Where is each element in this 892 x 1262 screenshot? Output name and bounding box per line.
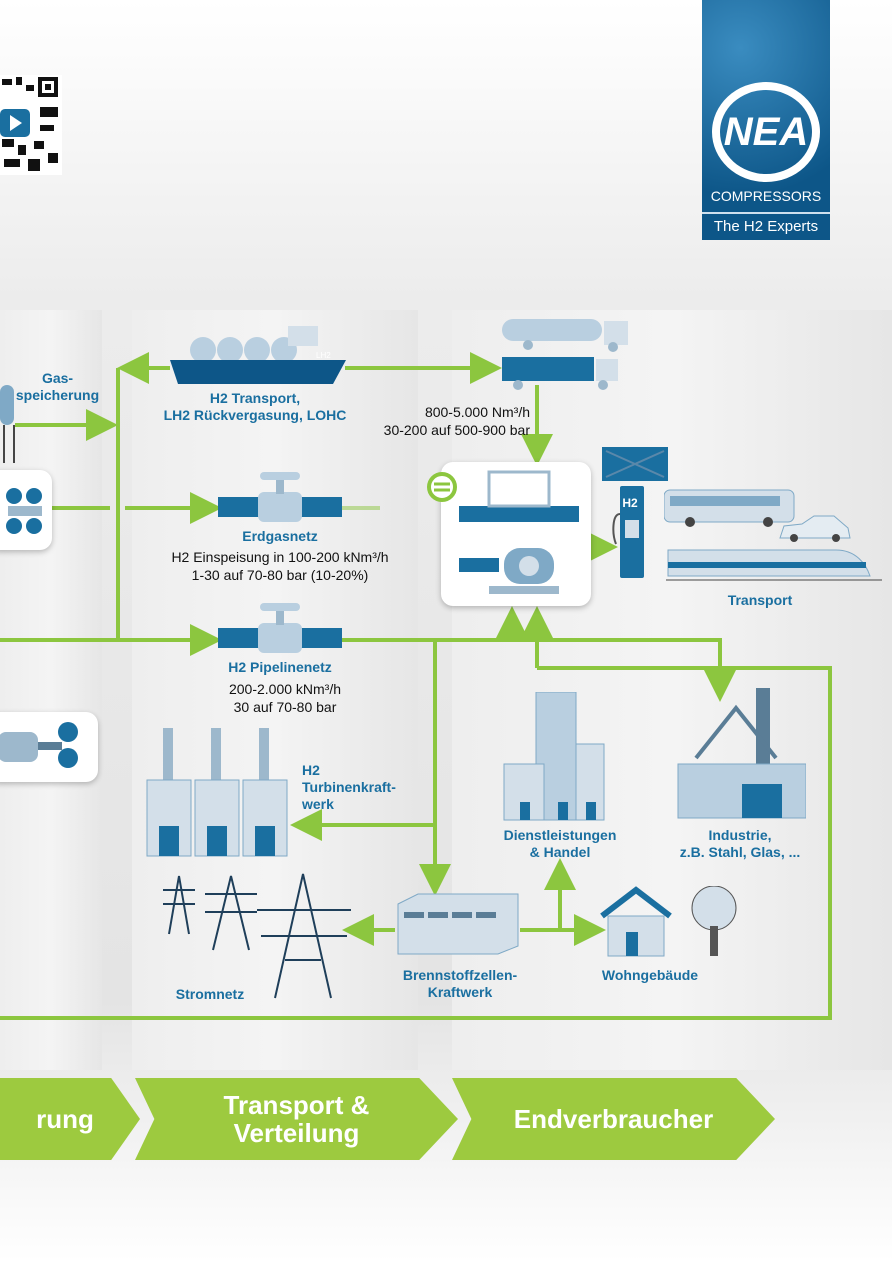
label-stromnetz: Stromnetz bbox=[175, 986, 245, 1002]
logo-tagline: The H2 Experts bbox=[702, 212, 830, 240]
fuel-cell-plant-icon bbox=[397, 893, 519, 955]
erdgas-valve-icon bbox=[218, 472, 342, 522]
gas-storage-icon bbox=[0, 385, 15, 463]
hydrogen-tanks-icon bbox=[602, 447, 668, 481]
stage-transport-verteilung: Transport & Verteilung bbox=[135, 1078, 458, 1160]
compressor-card-left-1 bbox=[0, 470, 52, 550]
compressor-station-icon bbox=[459, 470, 579, 594]
car-icon bbox=[779, 515, 851, 542]
label-ship: H2 Transport, LH2 Rückvergasung, LOHC bbox=[163, 390, 347, 423]
pipeline-flow: 200-2.000 kNm³/h bbox=[228, 681, 342, 697]
label-wohngebaeude: Wohngebäude bbox=[601, 967, 699, 983]
stage-label: Transport & Verteilung bbox=[223, 1090, 370, 1148]
label-pipeline: H2 Pipelinenetz bbox=[228, 659, 332, 675]
h2-fuel-pump-icon bbox=[612, 486, 644, 578]
compressor-icon bbox=[6, 488, 42, 534]
pipeline-valve-icon bbox=[218, 603, 342, 653]
compression-badge-icon bbox=[427, 472, 457, 502]
office-buildings-icon bbox=[503, 692, 605, 821]
industry-plant-icon bbox=[677, 688, 806, 819]
label-brennstoffzellen: Brennstoffzellen- Kraftwerk bbox=[402, 967, 518, 1000]
stage-label: Endverbraucher bbox=[513, 1104, 714, 1134]
train-icon bbox=[666, 549, 882, 581]
nea-logo: NEA COMPRESSORS The H2 Experts bbox=[702, 0, 830, 240]
compressor-icon bbox=[0, 722, 78, 768]
residential-house-icon bbox=[600, 886, 737, 957]
label-transport: Transport bbox=[727, 592, 793, 608]
ship-mark: LH2 bbox=[316, 351, 331, 360]
stage-label: rung bbox=[36, 1104, 94, 1134]
bus-icon bbox=[664, 489, 795, 527]
label-turbine: H2 Turbinenkraft- werk bbox=[302, 762, 396, 812]
erdgas-flow: H2 Einspeisung in 100-200 kNm³/h bbox=[171, 549, 389, 565]
erdgas-pressure: 1-30 auf 70-80 bar (10-20%) bbox=[191, 567, 369, 583]
stage-endverbraucher: Endverbraucher bbox=[452, 1078, 775, 1160]
label-dienstleistungen: Dienstleistungen & Handel bbox=[503, 827, 617, 860]
turbine-power-plant-icon bbox=[146, 728, 288, 857]
logo-ring: NEA bbox=[712, 82, 820, 182]
label-gasspeicherung: Gas- speicherung bbox=[15, 370, 100, 403]
truck-pressure: 30-200 auf 500-900 bar bbox=[383, 422, 530, 438]
label-industrie: Industrie, z.B. Stahl, Glas, ... bbox=[679, 827, 801, 860]
compressor-card-left-2 bbox=[0, 712, 98, 782]
compressor-station-card[interactable] bbox=[441, 462, 591, 606]
pipeline-pressure: 30 auf 70-80 bar bbox=[233, 699, 337, 715]
truck-icon bbox=[502, 319, 628, 390]
lh2-ship-icon bbox=[170, 326, 346, 384]
column-storage bbox=[0, 310, 102, 1070]
pump-label: H2 bbox=[622, 496, 638, 510]
stage-speicherung: rung bbox=[0, 1078, 140, 1160]
qr-code[interactable] bbox=[0, 75, 62, 175]
power-pylons-icon bbox=[163, 873, 351, 999]
truck-flow: 800-5.000 Nm³/h bbox=[424, 404, 530, 420]
logo-compressors: COMPRESSORS bbox=[710, 188, 822, 204]
label-erdgasnetz: Erdgasnetz bbox=[242, 528, 318, 544]
